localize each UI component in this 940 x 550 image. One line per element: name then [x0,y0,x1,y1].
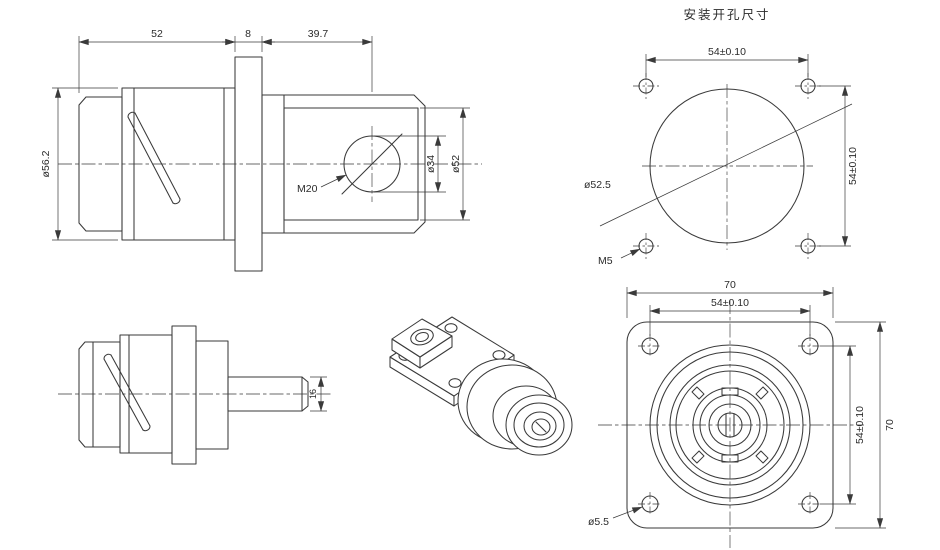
dim-front-pitch-h: 54±0.10 [649,297,811,336]
lever-handle [127,111,181,205]
bolt-hole-3d [444,323,458,333]
dia-leader-line [599,103,853,227]
terminal-thread-hole-3d [410,328,434,346]
leader-dia-5-5: ø5.5 [588,506,643,528]
dim-dia-56-2: ø56.2 [40,87,118,241]
dim-length-8: 8 [222,28,275,52]
m5-label: M5 [598,255,613,267]
dim-dia-56-2-label: ø56.2 [40,150,52,177]
terminal-block-3d [391,318,453,369]
front-connector-rings [649,344,811,506]
contact-slot-bottom [721,454,739,463]
leader-m20: M20 [297,174,347,195]
dim-shaft-16: 16 [308,376,327,412]
socket-face-3d [513,402,565,448]
view-mounting-holes: 安装开孔尺寸 ø52.5 54± [584,7,859,267]
dim-mounting-pitch-v: 54±0.10 [817,85,859,247]
dim-length-52: 52 [78,28,236,93]
dim-dia-52-label: ø52 [450,155,462,173]
m5-hole-bottom-left [633,233,659,259]
dim-dia-5-5-label: ø5.5 [588,516,609,528]
side-body-outline [78,325,309,465]
dim-pitch-v-label: 54±0.10 [847,147,859,185]
m5-hole-top-left [633,73,659,99]
leader-m5: M5 [598,248,641,267]
socket-contact-3d [531,418,551,436]
keying-tab [755,450,769,464]
m5-hole-bottom-right [795,233,821,259]
bolt-hole-3d [448,378,462,388]
dim-70-right-label: 70 [884,419,896,431]
keying-tab [691,386,705,400]
side-flange [171,325,197,465]
m5-hole-top-right [795,73,821,99]
view-side: 16 [58,325,332,465]
dim-54-top-label: 54±0.10 [711,297,749,309]
view-front: 70 54±0.10 54±0.10 70 ø5.5 [588,279,896,548]
side-lever-handle [103,353,151,432]
dim-mounting-pitch-h: 54±0.10 [645,46,809,77]
m20-label: M20 [297,183,318,195]
dim-8-label: 8 [245,28,251,40]
dim-pitch-h-label: 54±0.10 [708,46,746,58]
dim-dia-34-label: ø34 [425,155,437,173]
front-bolt-holes [638,334,822,516]
view-isometric [389,316,573,456]
dim-length-39-7: 39.7 [261,28,373,92]
contact-slot-top [721,387,739,396]
front-flange-outline [626,321,834,529]
barrel-3d [457,358,573,456]
dim-dia-52-5-label: ø52.5 [584,179,611,191]
dim-front-height-70: 70 [835,321,896,529]
dim-dia-52: ø52 [420,107,470,221]
dim-front-pitch-v: 54±0.10 [820,345,866,505]
dim-52-label: 52 [151,28,163,40]
keying-tab [691,450,705,464]
dim-dia-34: ø34 [374,135,446,193]
dim-70-top-label: 70 [724,279,736,291]
keying-tab [755,386,769,400]
dim-39-7-label: 39.7 [308,28,329,40]
terminal-block-section [261,94,426,234]
dim-front-width-70: 70 [626,279,834,318]
dim-16-label: 16 [308,389,318,399]
dim-54-right-label: 54±0.10 [854,406,866,444]
view-side-section: 52 8 39.7 ø56.2 M20 ø34 [40,28,482,272]
mounting-title: 安装开孔尺寸 [683,7,770,22]
